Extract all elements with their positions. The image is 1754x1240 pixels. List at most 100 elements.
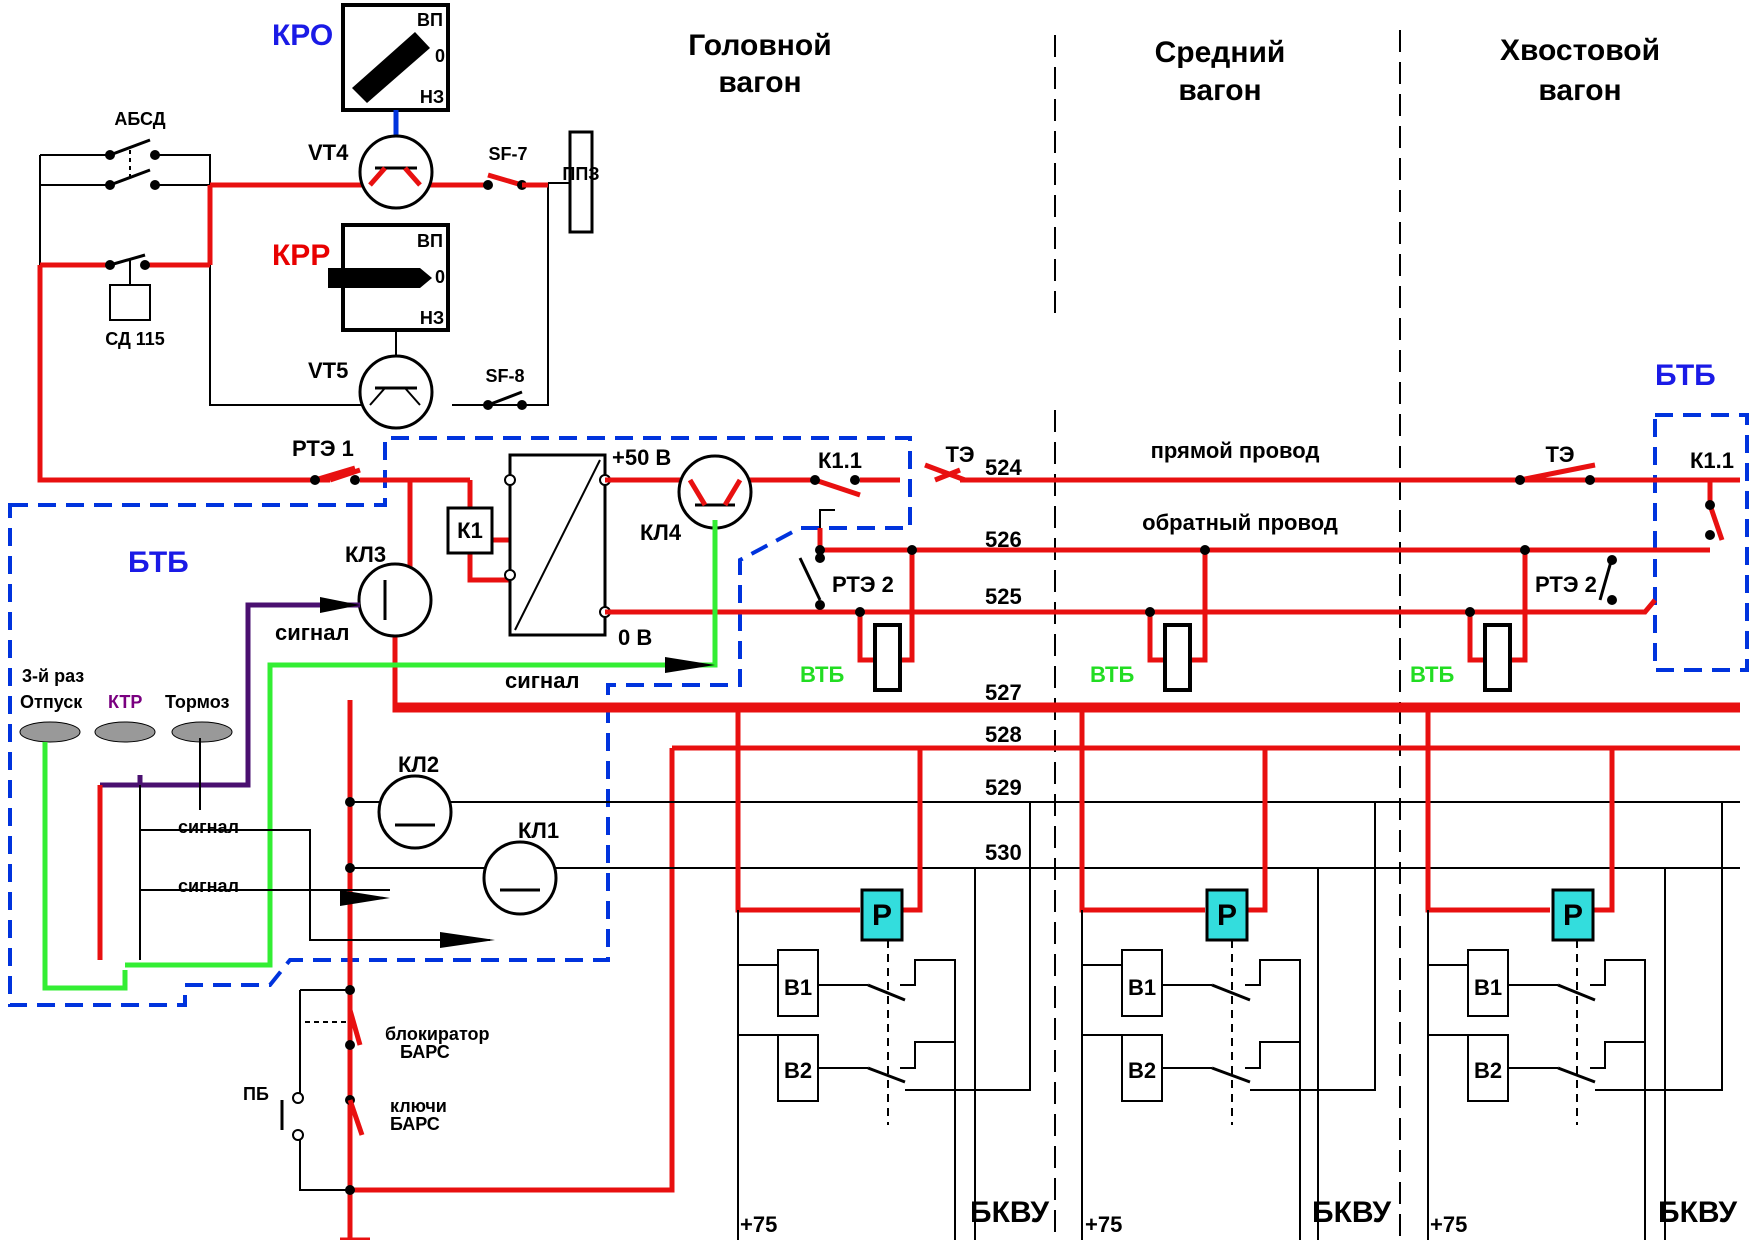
ppz-box [568, 130, 594, 234]
bkvu-label-head: БКВУ [970, 1196, 1049, 1229]
signal-arrow [440, 932, 495, 948]
rte1-label: РТЭ 1 [292, 436, 354, 461]
return-wire-label: обратный провод [1142, 510, 1338, 535]
bkvu-label-tail: БКВУ [1658, 1196, 1737, 1229]
svg-text:вагон: вагон [1178, 74, 1261, 107]
blocker-label-1: блокиратор [385, 1024, 490, 1044]
vtb-label-mid: ВТБ [1090, 662, 1134, 687]
keys-label-1: ключи [390, 1096, 447, 1116]
keys-label-2: БАРС [390, 1114, 440, 1134]
header-head-car: Головной вагон [688, 29, 831, 99]
btb-label-tail: БТБ [1655, 359, 1716, 392]
svg-text:0: 0 [435, 46, 445, 66]
btb-boundary-tail [1653, 413, 1749, 672]
vtb-label-tail: ВТБ [1410, 662, 1454, 687]
kl4-label: КЛ4 [640, 520, 682, 545]
signal-label-kl3: сигнал [275, 620, 349, 645]
k11-label-tail: К1.1 [1690, 448, 1734, 473]
vt4-label: VT4 [308, 140, 349, 165]
header-middle-car: Средний вагон [1155, 36, 1286, 107]
r-label-head: Р [872, 899, 892, 932]
rte2-contact-tail [1598, 555, 1617, 605]
k1-coil [446, 506, 494, 555]
kl3-transistor [357, 562, 433, 638]
te-contact-head [924, 462, 966, 483]
brake-label: Тормоз [165, 692, 229, 712]
svg-text:ВП: ВП [417, 10, 443, 30]
kro-controller: ВП 0 НЗ [341, 3, 450, 112]
ppz-label: ППЗ [562, 164, 599, 184]
b2-label-tail: В2 [1474, 1058, 1502, 1083]
bars-blocker [299, 989, 363, 1055]
wire-525-label: 525 [985, 584, 1022, 609]
wire-529-label: 529 [985, 775, 1022, 800]
svg-text:НЗ: НЗ [420, 87, 444, 107]
signal-label-2: сигнал [178, 876, 239, 896]
plus50-label: +50 В [612, 445, 671, 470]
signal-arrow [665, 657, 715, 673]
rte2-contact-head [798, 553, 825, 610]
sd115-sensor [105, 253, 151, 321]
r-label-tail: Р [1563, 899, 1583, 932]
wire-528-label: 528 [985, 722, 1022, 747]
upper-wiring [39, 154, 585, 406]
wire-528 [350, 745, 1740, 1193]
bkvu-label-mid: БКВУ [1312, 1196, 1391, 1229]
btb-boundary-head [8, 436, 912, 1007]
plus75-label-tail: +75 [1430, 1212, 1467, 1237]
vt4-transistor [358, 134, 434, 210]
ktr-label: КТР [108, 692, 142, 712]
wire-527-label: 527 [985, 680, 1022, 705]
signal-arrow [340, 890, 390, 906]
kro-label: КРО [272, 19, 333, 52]
b1-label-tail: В1 [1474, 975, 1502, 1000]
release-label-2: Отпуск [20, 692, 83, 712]
rte2-label-tail: РТЭ 2 [1535, 572, 1597, 597]
power-line-top [37, 182, 488, 483]
vtb-coil-mid [1145, 545, 1210, 692]
ktr-button[interactable] [94, 721, 156, 743]
kl1-label: КЛ1 [518, 818, 559, 843]
krr-label: КРР [272, 239, 330, 272]
kl2-label: КЛ2 [398, 752, 439, 777]
sf7-label: SF-7 [488, 144, 527, 164]
k1-label: К1 [457, 518, 483, 543]
dc-converter [504, 453, 611, 637]
signal-green [42, 520, 718, 991]
rte1-relay [310, 465, 360, 485]
te-contact-tail [1515, 462, 1596, 485]
vtb-label-head: ВТБ [800, 662, 844, 687]
signal-arrow [320, 597, 360, 613]
b2-label-mid: В2 [1128, 1058, 1156, 1083]
direct-wire-label: прямой провод [1151, 438, 1320, 463]
k11-label-head: К1.1 [818, 448, 862, 473]
b1-label-head: В1 [784, 975, 812, 1000]
b2-label-head: В2 [784, 1058, 812, 1083]
k11-contact-tail [1705, 480, 1725, 541]
wire-526-label: 526 [985, 527, 1022, 552]
plus75-label-mid: +75 [1085, 1212, 1122, 1237]
krr-controller: ВП 0 НЗ [328, 223, 450, 332]
zero-label: 0 В [618, 625, 652, 650]
vtb-coil-head [855, 545, 917, 692]
brake-button[interactable] [171, 721, 233, 743]
kl2-transistor [377, 774, 453, 850]
wire-526-tap [819, 509, 835, 528]
b1-label-mid: В1 [1128, 975, 1156, 1000]
btb-label-head: БТБ [128, 546, 189, 579]
signal-label-kl4: сигнал [505, 668, 579, 693]
svg-text:Хвостовой: Хвостовой [1500, 34, 1660, 67]
svg-text:НЗ: НЗ [420, 308, 444, 328]
wire-525 [605, 598, 1657, 615]
sf8-label: SF-8 [485, 366, 524, 386]
release-button[interactable] [19, 721, 81, 743]
vt5-transistor [358, 354, 434, 430]
sf7-breaker [483, 172, 548, 190]
kl4-transistor [677, 454, 753, 530]
svg-text:ВП: ВП [417, 231, 443, 251]
wire-530-label: 530 [985, 840, 1022, 865]
kl1-transistor [482, 840, 558, 916]
blocker-label-2: БАРС [400, 1042, 450, 1062]
te-label-head: ТЭ [945, 442, 974, 467]
svg-text:вагон: вагон [1538, 74, 1621, 107]
